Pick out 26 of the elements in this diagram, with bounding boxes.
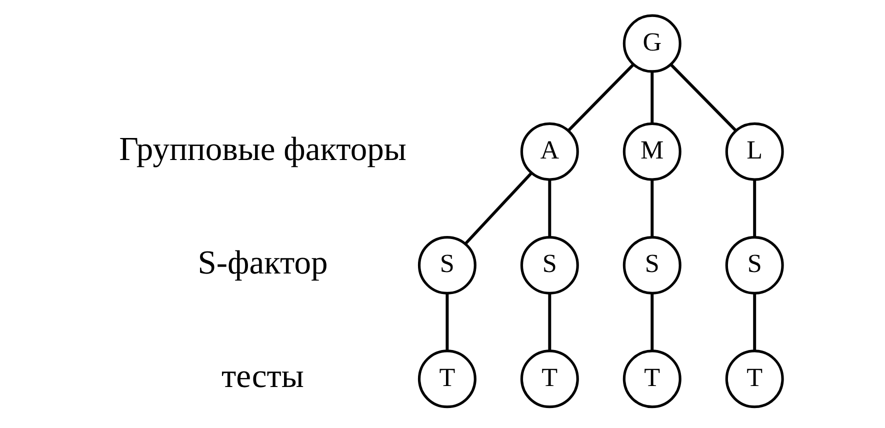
connector [669,63,736,132]
node-circle: G [622,14,681,73]
connector [464,172,532,245]
node-circle: S [622,236,681,294]
node-circle: L [724,122,784,181]
connector [566,63,634,132]
connector [650,180,654,237]
connector [548,180,551,237]
node-circle: T [622,350,681,408]
label: S-фактор [197,244,328,282]
node-circle: A [520,122,578,181]
node-circle: T [520,350,578,408]
connector [752,294,756,351]
connector [650,294,654,351]
node-circle: T [724,350,784,408]
connector [548,294,551,351]
connector [445,294,448,351]
label: тесты [221,358,304,396]
connector [650,72,654,124]
connector [752,180,756,237]
node-circle: S [724,236,784,294]
label: Групповые факторы [118,130,406,168]
node-circle: T [417,350,476,408]
node-circle: M [622,122,681,181]
node-circle: S [417,236,476,294]
node-circle: S [520,236,578,294]
